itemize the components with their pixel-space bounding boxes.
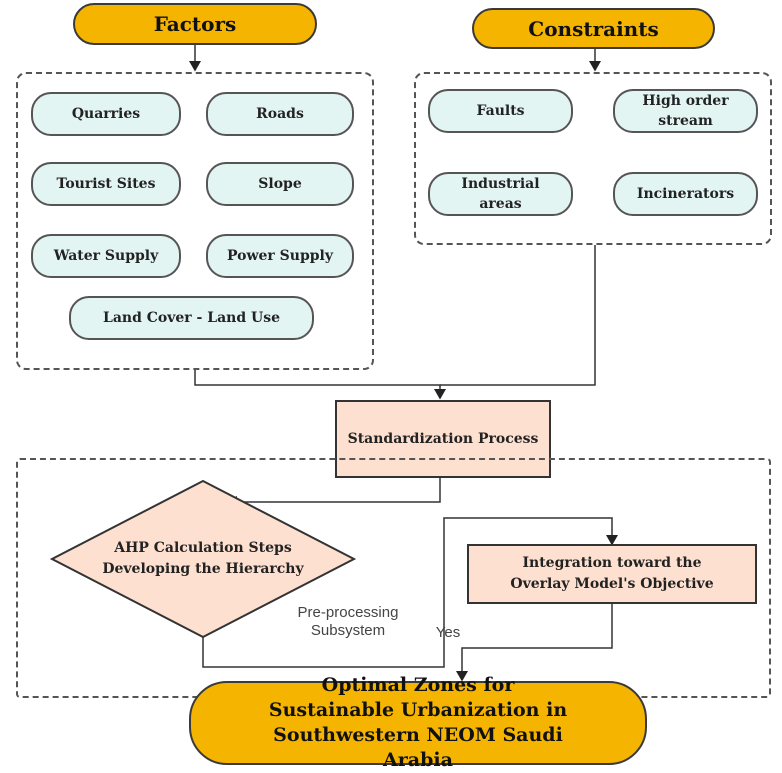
constraint-industrial-areas: Industrial areas <box>428 172 573 216</box>
standardization-to-ahp-line <box>226 478 441 508</box>
factor-roads: Roads <box>206 92 354 136</box>
integration-to-output-line <box>456 604 613 682</box>
integration-box: Integration toward the Overlay Model's O… <box>467 544 757 604</box>
yes-label: Yes <box>435 624 461 641</box>
factors-header: Factors <box>73 3 317 45</box>
ahp-label: AHP Calculation Steps Developing the Hie… <box>102 540 304 577</box>
constraints-to-standardization-line <box>440 245 596 386</box>
constraints-container <box>414 72 772 245</box>
constraint-incinerators: Incinerators <box>613 172 758 216</box>
factor-slope: Slope <box>206 162 354 206</box>
factor-power-supply: Power Supply <box>206 234 354 278</box>
factor-quarries: Quarries <box>31 92 181 136</box>
preprocessing-subsystem-label: Pre-processing Subsystem <box>297 604 399 639</box>
factor-tourist-sites: Tourist Sites <box>31 162 181 206</box>
constraint-high-order-stream: High order stream <box>613 89 758 133</box>
ahp-to-integration-line <box>202 517 618 668</box>
factor-land-cover: Land Cover - Land Use <box>69 296 314 340</box>
factors-container <box>16 72 374 370</box>
standardization-process-box: Standardization Process <box>335 400 551 478</box>
factors-to-standardization-line <box>194 370 446 400</box>
constraints-header: Constraints <box>472 8 715 49</box>
optimal-zones-output: Optimal Zones for Sustainable Urbanizati… <box>189 674 647 771</box>
factor-water-supply: Water Supply <box>31 234 181 278</box>
constraint-faults: Faults <box>428 89 573 133</box>
